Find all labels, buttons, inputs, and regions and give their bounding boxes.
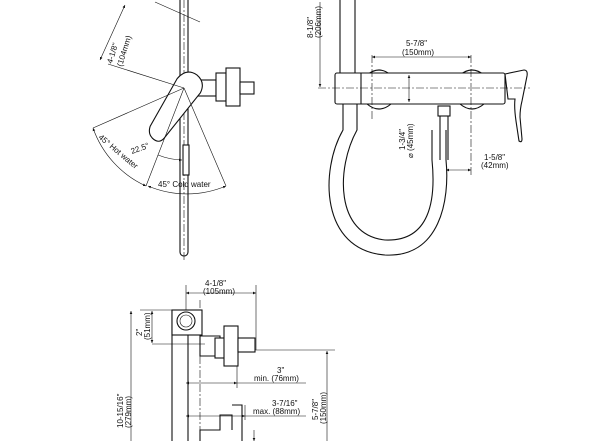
lever-handle: [148, 71, 203, 142]
bracket-label: 2": [135, 329, 144, 336]
diameter-mm-label: ⌀ (45mm): [406, 123, 415, 158]
valve-body: [334, 72, 506, 105]
min-label: 3": [277, 366, 284, 375]
max-label: 3-7/16": [272, 399, 298, 408]
diameter-label: 1-3/4": [398, 129, 407, 150]
depth-mm-label: (105mm): [203, 287, 235, 296]
hose-nut: [437, 105, 451, 117]
center-angle-label: 22.5°: [130, 141, 151, 156]
front-view: 5-7/8" (150mm) 8-1/8" (206mm) 1-3/4" ⌀ (…: [306, 0, 530, 256]
mixer-lever: [504, 69, 528, 143]
offset-label: 1-5/8": [484, 153, 505, 162]
width-mm-label: (150mm): [402, 48, 434, 57]
min-mm-label: min. (76mm): [254, 374, 299, 383]
connector-flange: [223, 325, 239, 367]
rail-slot: [182, 144, 190, 176]
total-height-label: 10-15/16": [116, 393, 125, 428]
width-label: 5-7/8": [406, 39, 427, 48]
shower-hose-top: [339, 0, 356, 76]
height-mm-label: (206mm): [314, 6, 323, 38]
depth-label: 4-1/8": [205, 279, 226, 288]
drop-label: 5-7/8": [311, 399, 320, 420]
max-mm-label: max. (88mm): [253, 407, 300, 416]
drop-mm-label: (150mm): [319, 392, 328, 424]
shower-hose-loop: [328, 103, 448, 256]
height-label: 8-1/8": [306, 17, 315, 38]
lever-rotation-view: 4-1/8" (104mm) 45° Hot water 22.5° 45° C…: [92, 0, 255, 260]
connector-nipple: [237, 337, 256, 353]
cold-water-angle-label: 45° Cold water: [158, 180, 211, 189]
total-height-mm-label: (279mm): [124, 396, 133, 428]
side-view: 4-1/8" (105mm) 2" (51mm) 10-15/16" (279m…: [116, 279, 335, 441]
bracket-mm-label: (51mm): [143, 312, 152, 340]
offset-mm-label: (42mm): [481, 161, 509, 170]
